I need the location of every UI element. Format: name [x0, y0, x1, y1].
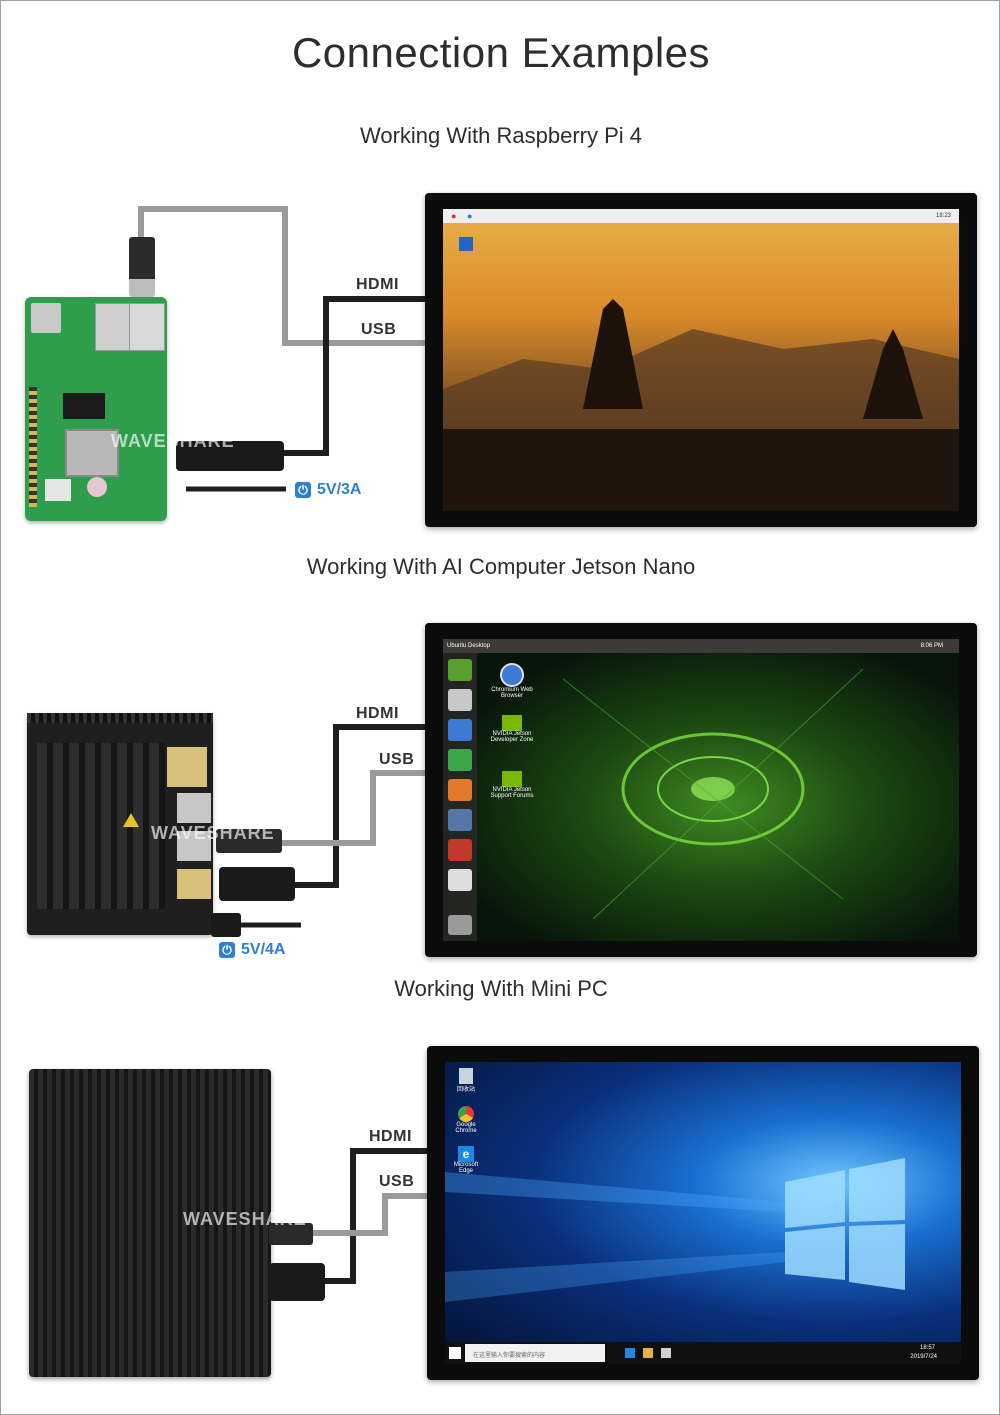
ubuntu-top-panel: Ubuntu Desktop 8:06 PM: [443, 639, 959, 653]
settings-icon[interactable]: [448, 839, 472, 861]
desktop-icon-chrome[interactable]: Google Chrome: [449, 1106, 483, 1134]
watermark: WAVESHARE: [183, 1209, 307, 1229]
jetson-usb-plug: [216, 829, 282, 853]
label-hdmi: HDMI: [356, 276, 399, 293]
label-hdmi: HDMI: [356, 705, 399, 722]
usb-plug: [129, 237, 155, 297]
desktop-icon-forums[interactable]: NVIDIA Jetson Support Forums: [487, 771, 537, 799]
mini-pc-hdmi-plug: [269, 1263, 325, 1301]
power-label: 5V/4A: [241, 941, 286, 958]
software-icon[interactable]: [448, 809, 472, 831]
start-icon[interactable]: [449, 1347, 461, 1359]
dash-icon[interactable]: [448, 659, 472, 681]
recycle-bin-icon: [459, 1068, 473, 1084]
chromium-icon: [500, 663, 524, 687]
label-usb: USB: [379, 1173, 415, 1190]
label-usb: USB: [379, 751, 415, 768]
raspberry-desktop: ● ● 18:23: [443, 209, 959, 511]
power-rating: ⏻ 5V/3A: [295, 481, 361, 499]
desktop-icon-edge[interactable]: e Microsoft Edge: [453, 1146, 479, 1174]
windows-wallpaper: [445, 1158, 905, 1302]
section-title-jetson: Working With AI Computer Jetson Nano: [306, 554, 696, 579]
monitor-jetson: Ubuntu Desktop 8:06 PM Chromium Web Brow…: [425, 623, 977, 957]
power-icon: ⏻: [219, 942, 235, 958]
section-title-mini-pc: Working With Mini PC: [394, 976, 608, 1001]
windows-desktop: 回收站 Google Chrome e Microsoft Edge: [445, 1062, 961, 1364]
trash-icon[interactable]: [448, 915, 472, 935]
browser-icon[interactable]: ●: [467, 211, 473, 221]
desktop-title: Ubuntu Desktop: [447, 643, 491, 649]
panel-time: 18:23: [935, 213, 951, 219]
label-usb: USB: [361, 321, 397, 338]
monitor-raspberry-pi: ● ● 18:23: [425, 193, 977, 527]
hdmi-plug: [176, 441, 284, 471]
top-panel: ● ● 18:23: [443, 209, 959, 223]
desktop-icon-dev-zone[interactable]: NVIDIA Jetson Developer Zone: [487, 715, 537, 743]
power-icon: ⏻: [295, 482, 311, 498]
label-hdmi: HDMI: [369, 1128, 412, 1145]
taskbar: 在这里输入你要搜索的内容 18:57 2019/7/24: [445, 1342, 961, 1364]
desktop-icon-recycle-bin[interactable]: 回收站: [451, 1068, 481, 1093]
nvidia-icon: [502, 771, 522, 787]
page-title: Connection Examples: [291, 29, 711, 76]
watermark: WAVESHARE: [151, 823, 275, 843]
power-label: 5V/3A: [317, 481, 362, 498]
store-taskbar-icon[interactable]: [661, 1348, 671, 1358]
taskbar-date: 2019/7/24: [910, 1354, 937, 1360]
search-box[interactable]: 在这里输入你要搜索的内容: [465, 1344, 605, 1362]
mini-pc-usb-plug: [269, 1223, 313, 1245]
jetson-hdmi-plug: [219, 867, 295, 901]
watermark: WAVESHARE: [111, 431, 235, 451]
drive-icon[interactable]: [448, 869, 472, 891]
nvidia-wallpaper: [562, 668, 864, 920]
explorer-taskbar-icon[interactable]: [643, 1348, 653, 1358]
calc-icon[interactable]: [448, 749, 472, 771]
mini-pc: [29, 1069, 271, 1377]
raspberry-menu-icon[interactable]: ●: [451, 211, 457, 221]
edge-icon: e: [458, 1146, 474, 1162]
panel-time: 8:06 PM: [920, 643, 943, 649]
taskbar-time: 18:57: [919, 1345, 935, 1351]
nvidia-icon: [502, 715, 522, 731]
ubuntu-desktop: Ubuntu Desktop 8:06 PM Chromium Web Brow…: [443, 639, 959, 941]
raspberry-pi-board: [25, 297, 167, 521]
monitor-mini-pc: 回收站 Google Chrome e Microsoft Edge: [427, 1046, 979, 1380]
landscape: [443, 299, 959, 511]
impress-icon[interactable]: [448, 779, 472, 801]
edge-taskbar-icon[interactable]: [625, 1348, 635, 1358]
jetson-power-plug: [211, 913, 241, 937]
jetson-nano-board: [27, 713, 213, 935]
chrome-icon: [458, 1106, 474, 1122]
power-rating: ⏻ 5V/4A: [219, 941, 285, 959]
files-icon[interactable]: [448, 689, 472, 711]
writer-icon[interactable]: [448, 719, 472, 741]
launcher: [443, 653, 477, 941]
search-placeholder: 在这里输入你要搜索的内容: [473, 1353, 546, 1359]
section-title-raspberry-pi: Working With Raspberry Pi 4: [359, 123, 642, 148]
desktop-icon-chromium[interactable]: Chromium Web Browser: [487, 663, 537, 699]
trash-icon[interactable]: [459, 237, 473, 251]
